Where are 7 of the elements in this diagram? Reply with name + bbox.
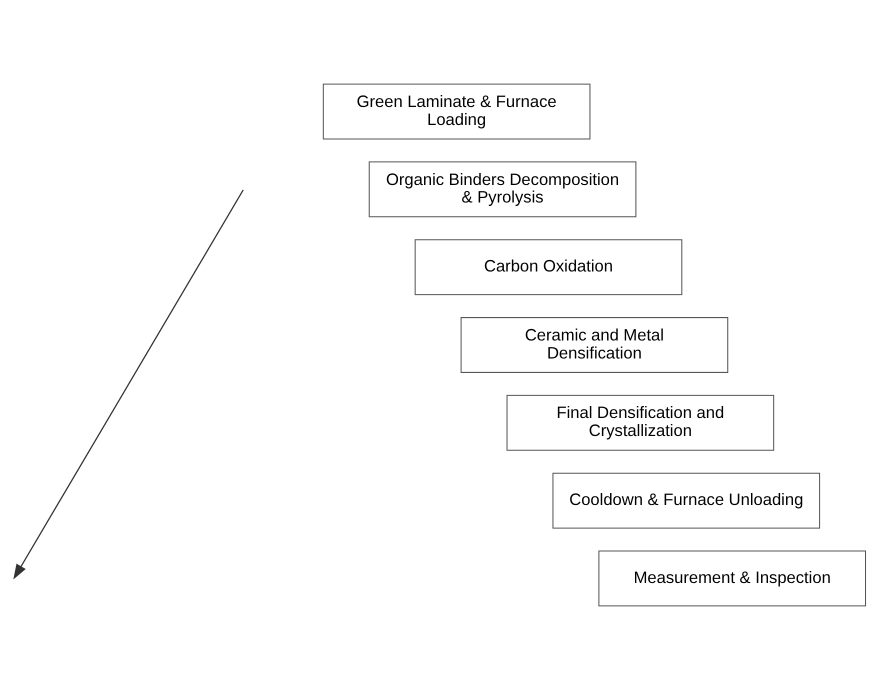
node-box: Ceramic and Metal Densification xyxy=(460,317,728,373)
node-box: Measurement & Inspection xyxy=(598,550,866,606)
node-box: Final Densification and Crystallization xyxy=(506,394,774,451)
node-box: Organic Binders Decomposition & Pyrolysis xyxy=(368,161,636,218)
node-box: Carbon Oxidation xyxy=(414,239,682,296)
node-box: Cooldown & Furnace Unloading xyxy=(552,472,820,529)
node-box: Green Laminate & Furnace Loading xyxy=(322,84,590,140)
